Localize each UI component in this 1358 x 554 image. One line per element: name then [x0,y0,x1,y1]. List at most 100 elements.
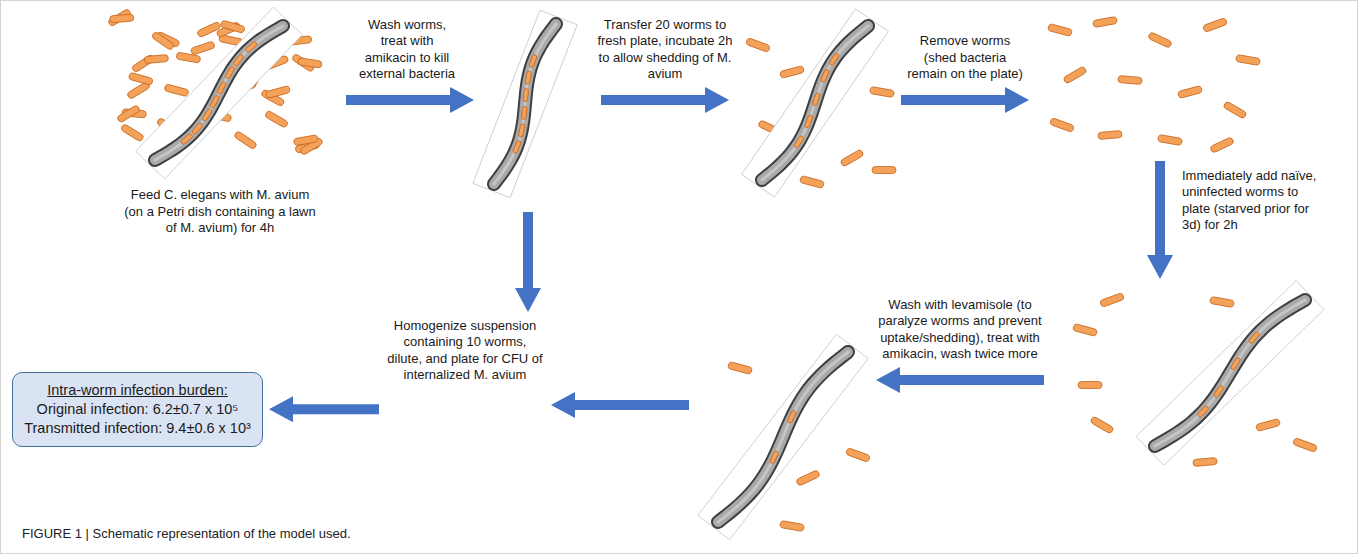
figure-caption: FIGURE 1 | Schematic representation of t… [22,526,351,542]
bacterium [800,176,825,189]
bacterium [1073,324,1098,337]
bacterium [164,84,189,97]
photo-frame [473,10,577,198]
bacterium [523,88,529,101]
worm-body [762,26,868,180]
bacterium [804,115,813,129]
worm-panel [1050,285,1335,460]
bacterium [1223,101,1247,119]
bacterium [151,31,175,50]
worm-panel [735,14,895,192]
worm-gut [762,26,868,180]
photo-frame [1136,281,1324,465]
bacterium [1193,457,1218,466]
process-arrow [291,404,379,414]
bacterium [746,38,771,53]
worm-outline [494,24,556,184]
bacterium [293,135,318,146]
bacterium [1148,32,1173,48]
worm-layer [136,7,1324,540]
result-line: Transmitted infection: 9.4±0.6 x 10³ [23,419,252,438]
bacterium [1090,416,1114,434]
bacterium [128,72,153,85]
worm-gut [494,24,556,184]
bacterium [1118,75,1143,84]
worm-panel: Feed C. elegans with M. avium (on a Petr… [100,8,340,236]
bacterium [1100,293,1125,308]
bacterium [1078,382,1102,389]
worm-panel [480,14,595,206]
bacterium [1050,118,1075,133]
bacterium [769,450,779,464]
worm-panel [695,340,870,535]
bacterium [1248,331,1260,344]
bacterium [1098,130,1123,139]
worm-outline [762,26,868,180]
bacterium [1256,419,1281,432]
bacterium [787,410,797,424]
worm-photo [742,9,889,197]
bacterium [245,41,258,53]
bacterium [264,110,288,128]
worm-body [1155,300,1305,446]
bacterium [518,124,525,138]
worm-photo [1136,281,1324,465]
bacterium [202,108,213,121]
bacteria-panel [1035,10,1270,155]
bacterium [846,448,871,463]
bacterium [144,54,169,63]
bacterium [234,131,258,150]
bacterium [872,167,896,174]
step-label: Remove worms (shed bacteria remain on th… [903,33,1027,82]
bacterium [794,135,805,148]
bacterium [298,58,323,69]
bacterium [116,105,140,124]
bacterium [728,362,753,375]
bacterium [521,106,527,119]
bacterium [210,95,220,109]
step-label: Immediately add naïve, uninfected worms … [1180,168,1326,233]
step-label: Wash with levamisole (to paralyze worms … [874,297,1046,362]
worm-photo [136,7,303,179]
worm-gut [155,26,283,160]
bacterium [1063,66,1087,84]
bacterium [829,53,840,66]
result-heading: Intra-worm infection burden: [23,381,252,400]
bacterium [225,66,235,79]
bacterium [780,520,805,531]
bacterium [820,69,829,83]
worm-photo [473,10,577,198]
bacterium [1213,385,1224,398]
process-arrow [346,95,452,105]
bacterium [796,470,821,486]
bacterium [217,81,227,95]
step-label: Wash worms, treat with amikacin to kill … [352,17,462,82]
result-box: Intra-worm infection burden:Original inf… [12,372,263,447]
bacterium [233,54,244,67]
bacterium [870,86,895,97]
bacterium [1178,86,1203,99]
photo-frame [698,334,868,539]
photo-frame [136,7,303,179]
bacterium [529,54,538,68]
worm-gut [718,352,848,522]
process-arrow [573,400,689,410]
bacterium [220,20,245,33]
bacterium [1210,296,1235,307]
process-arrow [1155,161,1165,257]
bacterium [780,66,805,79]
worm-gut [1155,300,1305,446]
step-label: Transfer 20 worms to fresh plate, incuba… [595,17,735,82]
bacterium [812,92,820,106]
bacterium [1230,357,1241,370]
bacterium [1293,438,1318,453]
worm-outline [718,352,848,522]
process-text: Homogenize suspension containing 10 worm… [385,318,545,383]
process-arrow [523,212,533,290]
worm-photo [698,334,868,539]
bacterium [1197,405,1209,417]
